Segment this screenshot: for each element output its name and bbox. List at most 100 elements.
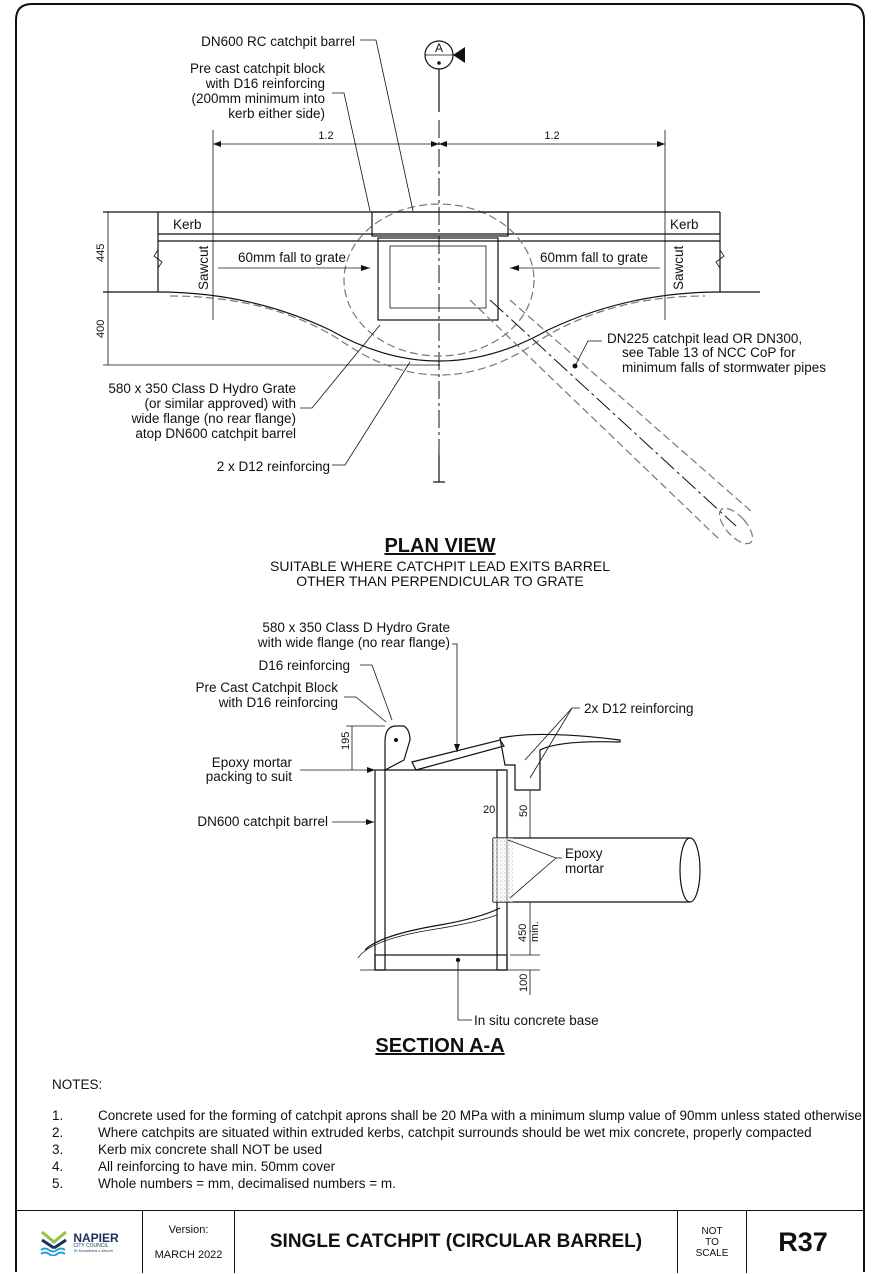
version-cell: Version: MARCH 2022 xyxy=(143,1211,235,1273)
dim-400: 400 xyxy=(95,320,107,338)
sec-epoxy-label-2: packing to suit xyxy=(206,769,293,784)
grate-label-4: atop DN600 catchpit barrel xyxy=(135,426,296,441)
note-number: 3. xyxy=(52,1142,64,1157)
note-number: 1. xyxy=(52,1108,64,1123)
logo-cell: NAPIER CITY COUNCIL Te Kaunihera o Ahuri… xyxy=(16,1211,143,1273)
drawing-number-cell: R37 xyxy=(747,1211,859,1273)
dim-50: 50 xyxy=(518,805,530,817)
note-text: Where catchpits are situated within extr… xyxy=(98,1125,812,1140)
scale-line-3: SCALE xyxy=(695,1247,729,1259)
block-label-1: Pre cast catchpit block xyxy=(190,61,325,76)
sec-barrel-label: DN600 catchpit barrel xyxy=(197,814,328,829)
drawing-title-cell: SINGLE CATCHPIT (CIRCULAR BARREL) xyxy=(235,1211,678,1273)
kerb-block xyxy=(384,725,411,771)
note-text: Kerb mix concrete shall NOT be used xyxy=(98,1142,323,1157)
section-leaders xyxy=(300,643,580,1021)
fall-arrows: 60mm fall to grate 60mm fall to grate xyxy=(218,250,660,271)
lead-label-1: DN225 catchpit lead OR DN300, xyxy=(607,331,802,346)
sec-grate-label-2: with wide flange (no rear flange) xyxy=(257,635,450,650)
kerb-left-label: Kerb xyxy=(173,217,202,232)
dim-left: 1.2 xyxy=(318,130,333,142)
sec-d16-label: D16 reinforcing xyxy=(258,658,350,673)
dim-20: 20 xyxy=(483,804,495,816)
dim-right: 1.2 xyxy=(544,130,559,142)
section-dims: 195 20 50 450 min. 100 xyxy=(340,725,541,995)
sawcut-left-label: Sawcut xyxy=(196,245,211,290)
plan-title: PLAN VIEW xyxy=(384,535,495,557)
plan-subtitle-1: SUITABLE WHERE CATCHPIT LEAD EXITS BARRE… xyxy=(270,558,610,574)
section-pipe xyxy=(492,837,701,903)
grate-label-2: (or similar approved) with xyxy=(144,396,296,411)
fall-right-label: 60mm fall to grate xyxy=(540,250,648,265)
dim-195: 195 xyxy=(340,732,352,750)
drawing-title: SINGLE CATCHPIT (CIRCULAR BARREL) xyxy=(269,1231,643,1252)
dim-450: 450 xyxy=(517,924,529,942)
version-label: Version: xyxy=(168,1223,209,1236)
block-label-3: (200mm minimum into xyxy=(191,91,325,106)
note-item: 5. Whole numbers = mm, decimalised number… xyxy=(52,1175,862,1192)
grate-label-1: 580 x 350 Class D Hydro Grate xyxy=(108,381,296,396)
sec-d12-label: 2x D12 reinforcing xyxy=(584,701,694,716)
fall-left-label: 60mm fall to grate xyxy=(238,250,346,265)
dim-450-min: min. xyxy=(529,921,541,942)
note-text: Whole numbers = mm, decimalised numbers … xyxy=(98,1176,396,1191)
logo-name: NAPIER xyxy=(73,1230,119,1245)
catchpit-block xyxy=(371,211,509,321)
dimension-plan-depth: 445 400 xyxy=(95,212,440,366)
drawing-number: R37 xyxy=(778,1226,828,1257)
note-number: 4. xyxy=(52,1159,64,1174)
notes-block: NOTES: 1. Concrete used for the forming o… xyxy=(52,1076,862,1192)
sec-base-label: In situ concrete base xyxy=(474,1013,599,1028)
section-marker-label: A xyxy=(435,41,443,55)
section-view: 195 20 50 450 min. 100 xyxy=(195,620,701,1057)
notes-heading: NOTES: xyxy=(52,1077,103,1092)
dim-100: 100 xyxy=(518,974,530,992)
sec-epoxy-label-1: Epoxy mortar xyxy=(212,755,293,770)
plan-view: A 1.2 1.2 Kerb Kerb xyxy=(95,34,826,589)
sec-grate-label-1: 580 x 350 Class D Hydro Grate xyxy=(262,620,450,635)
scale-line-1: NOT xyxy=(701,1225,723,1237)
section-marker-a: A xyxy=(424,40,465,112)
section-grate xyxy=(411,739,505,771)
plan-leaders xyxy=(300,39,602,466)
note-text: Concrete used for the forming of catchpi… xyxy=(98,1108,862,1123)
dimension-plan-width: 1.2 1.2 xyxy=(212,130,666,320)
napier-logo-icon xyxy=(40,1230,68,1256)
title-block: NAPIER CITY COUNCIL Te Kaunihera o Ahuri… xyxy=(16,1210,864,1273)
note-text: All reinforcing to have min. 50mm cover xyxy=(98,1159,336,1174)
sawcut-right-label: Sawcut xyxy=(671,245,686,290)
section-title: SECTION A-A xyxy=(375,1035,504,1057)
note-number: 5. xyxy=(52,1176,64,1191)
barrel-outline xyxy=(169,295,706,376)
catchpit-lead xyxy=(469,299,754,545)
note-item: 4. All reinforcing to have min. 50mm cove… xyxy=(52,1158,862,1175)
lead-label-3: minimum falls of stormwater pipes xyxy=(622,360,826,375)
sec-block-label-1: Pre Cast Catchpit Block xyxy=(195,680,338,695)
kerb-right-label: Kerb xyxy=(670,217,699,232)
lead-label-2: see Table 13 of NCC CoP for xyxy=(622,345,796,360)
note-item: 2.Where catchpits are situated within ex… xyxy=(52,1124,862,1141)
apron xyxy=(499,733,621,791)
concrete-base xyxy=(374,954,508,971)
logo-maori: Te Kaunihera o Ahuriri xyxy=(73,1247,113,1253)
reinf-label: 2 x D12 reinforcing xyxy=(217,459,330,474)
logo-sub: CITY COUNCIL xyxy=(73,1242,109,1249)
sec-mortar-label-1: Epoxy xyxy=(565,846,603,861)
scale-line-2: TO xyxy=(705,1236,719,1248)
road-curve xyxy=(157,291,721,362)
block-label-4: kerb either side) xyxy=(228,106,325,121)
sec-block-label-2: with D16 reinforcing xyxy=(218,695,338,710)
plan-subtitle-2: OTHER THAN PERPENDICULAR TO GRATE xyxy=(296,573,584,589)
dim-445: 445 xyxy=(95,244,107,262)
grate-label-3: wide flange (no rear flange) xyxy=(131,411,296,426)
barrel-label: DN600 RC catchpit barrel xyxy=(201,34,355,49)
kerb-lines: Kerb Kerb Sawcut Sawcut xyxy=(103,211,760,293)
sheet-border xyxy=(15,3,865,1272)
sec-mortar-label-2: mortar xyxy=(565,861,605,876)
block-label-2: with D16 reinforcing xyxy=(205,76,325,91)
note-item: 1. Concrete used for the forming of catch… xyxy=(52,1107,862,1124)
scale-cell: NOT TO SCALE xyxy=(678,1211,747,1273)
note-item: 3. Kerb mix concrete shall NOT be used xyxy=(52,1141,862,1158)
version-value: MARCH 2022 xyxy=(154,1248,223,1261)
